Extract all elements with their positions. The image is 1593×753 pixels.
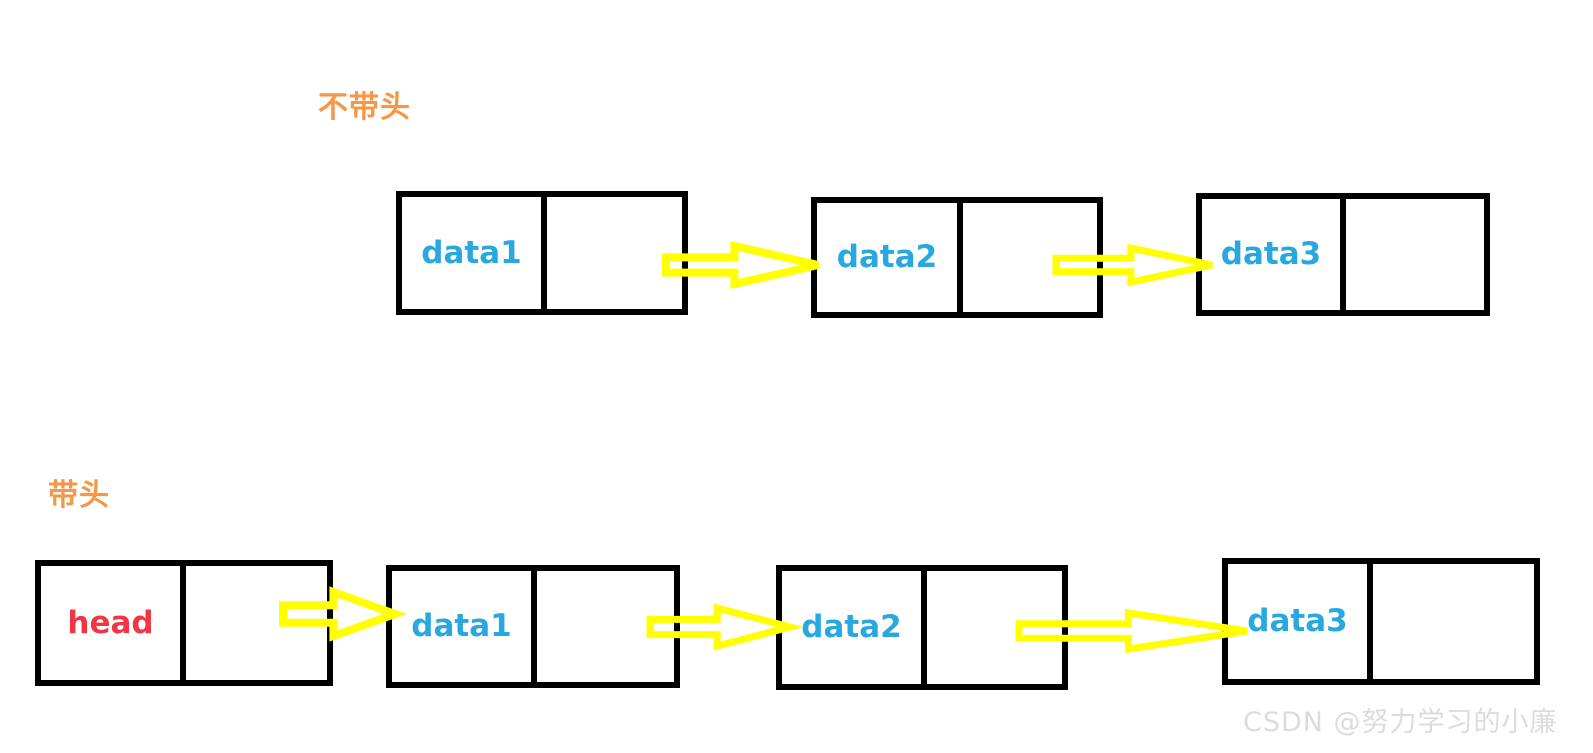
node-data-label: data2	[836, 239, 938, 275]
section-label-with-head: 带头	[48, 478, 110, 513]
list-node-r2-n0: head	[35, 560, 333, 686]
list-node-r1-n2: data2	[811, 197, 1103, 318]
node-data-cell: data3	[1202, 199, 1346, 310]
node-data-cell: data1	[402, 197, 547, 309]
pointer-arrow-icon	[1052, 243, 1213, 287]
node-data-cell: head	[41, 566, 186, 680]
node-data-cell: data2	[782, 571, 927, 684]
pointer-arrow-icon	[1015, 608, 1248, 654]
node-data-label: data2	[801, 609, 902, 645]
arrow-outline	[1052, 243, 1213, 287]
list-node-r1-n3: data3	[1196, 193, 1490, 316]
node-data-cell: data2	[817, 203, 963, 312]
list-node-r2-n3: data3	[1222, 558, 1540, 685]
list-node-r2-n2: data2	[776, 565, 1068, 690]
node-data-label: data1	[421, 234, 522, 271]
node-data-cell: data1	[392, 571, 537, 682]
node-pointer-cell	[927, 571, 1062, 684]
csdn-watermark: CSDN @努力学习的小廉	[1243, 707, 1558, 738]
pointer-arrow-icon	[646, 603, 804, 651]
node-pointer-cell	[1346, 199, 1484, 310]
section-label-without-head: 不带头	[318, 90, 411, 125]
node-pointer-cell	[1373, 564, 1534, 679]
list-node-r2-n1: data1	[386, 565, 680, 688]
list-node-r1-n1: data1	[396, 191, 688, 315]
arrow-outline	[646, 603, 804, 651]
pointer-arrow-icon	[279, 586, 407, 642]
arrow-outline	[279, 586, 407, 642]
node-data-label: data3	[1220, 236, 1322, 272]
arrow-outline	[1015, 608, 1248, 654]
arrow-outline	[662, 240, 819, 290]
pointer-arrow-icon	[662, 240, 819, 290]
node-data-label: data1	[411, 608, 512, 644]
node-pointer-cell	[547, 197, 682, 309]
node-data-cell: data3	[1228, 564, 1373, 679]
node-data-label: head	[67, 604, 154, 641]
node-data-label: data3	[1247, 603, 1348, 639]
